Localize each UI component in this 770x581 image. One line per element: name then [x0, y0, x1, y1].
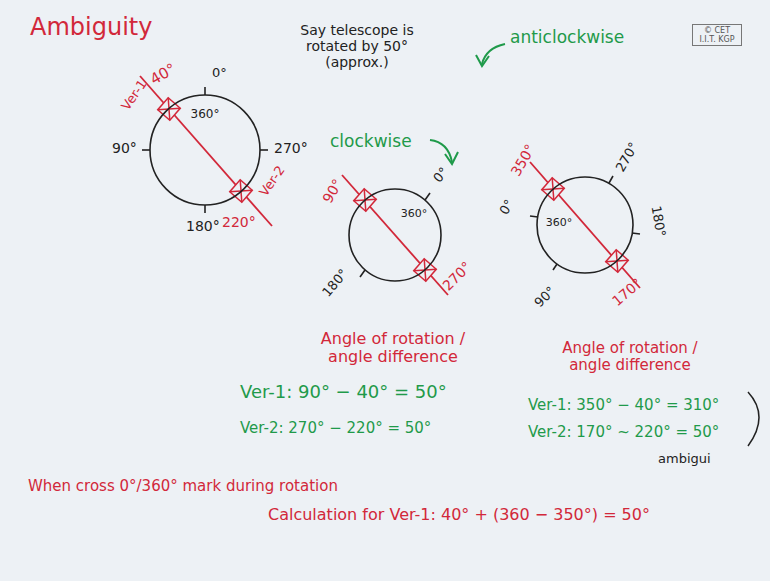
circle-reading: 360°	[191, 107, 220, 121]
circle-reading: 360°	[546, 216, 573, 229]
circle-line	[537, 177, 633, 273]
scale-ticks	[142, 87, 640, 277]
title: Ambiguity	[30, 14, 152, 42]
answer-circle	[748, 392, 759, 446]
note-label: anticlockwise	[510, 28, 624, 48]
rotation-arrow	[430, 44, 505, 164]
vernier-box	[158, 98, 629, 282]
circle-reading: 360°	[401, 207, 428, 220]
note-label: Angle of rotation / angle difference	[540, 340, 720, 375]
dial-circle: 360°	[535, 175, 635, 275]
note-label: When cross 0°/360° mark during rotation	[28, 478, 338, 495]
note-label: 220°	[222, 214, 256, 230]
note-label: Ver-1: 350° − 40° = 310°	[528, 397, 719, 414]
note-label: Ver-1: 90° − 40° = 50°	[240, 382, 447, 403]
note-label: © CET I.I.T. KGP	[692, 24, 742, 46]
note-label: ambigui	[658, 452, 711, 467]
note-label: 0°	[212, 66, 227, 81]
dial-circle: 360°	[148, 93, 262, 207]
note-label: Ver-2: 270° − 220° = 50°	[240, 420, 431, 437]
note-label: Ver-2: 170° ~ 220° = 50°	[528, 424, 719, 441]
telescope-line	[140, 76, 640, 295]
circle-outline	[347, 187, 443, 283]
note-label: 180°	[186, 218, 220, 234]
note-label: Say telescope is rotated by 50° (approx.…	[292, 22, 422, 70]
dial-circle: 360°	[347, 187, 443, 283]
circle-line	[150, 95, 260, 205]
circle-line	[349, 189, 441, 281]
note-label: 90°	[112, 140, 137, 156]
note-label: Calculation for Ver-1: 40° + (360 − 350°…	[268, 506, 650, 524]
note-label: Angle of rotation / angle difference	[298, 330, 488, 367]
note-label: 270°	[274, 140, 308, 156]
note-label: clockwise	[330, 132, 412, 152]
